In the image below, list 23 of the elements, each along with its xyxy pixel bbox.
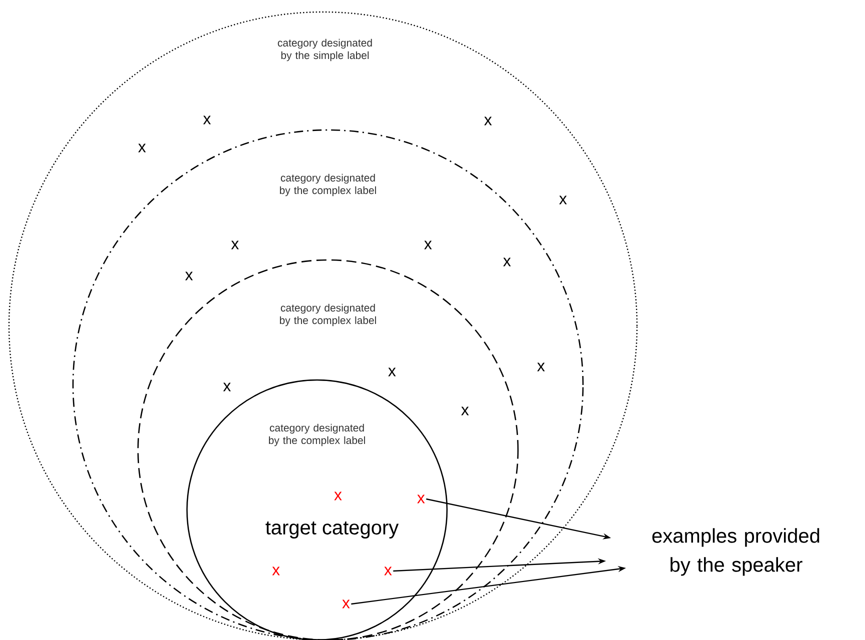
member-mark: x <box>424 240 432 250</box>
category-label: category designated by the complex label <box>280 304 376 326</box>
member-mark: x <box>203 116 211 124</box>
member-mark: x <box>185 272 193 280</box>
member-mark: x <box>138 144 146 152</box>
member-mark: x <box>461 406 469 416</box>
member-mark: x <box>388 368 396 376</box>
member-mark: x <box>537 362 545 372</box>
member-mark: x <box>231 240 239 250</box>
member-mark: x <box>559 196 567 204</box>
member-mark: x <box>484 116 492 126</box>
member-mark: x <box>334 492 342 500</box>
member-mark: x <box>223 382 231 392</box>
example-mark: x <box>342 600 350 608</box>
example-mark: x <box>384 566 392 576</box>
category-label: category designated by the complex label <box>280 174 376 196</box>
member-mark: x <box>503 258 511 266</box>
category-label: category designated by the simple label <box>278 38 372 62</box>
examples-label: examples provided by the speaker <box>652 528 820 576</box>
category-name: target category <box>266 521 399 539</box>
category-label: category designated by the complex label <box>268 424 365 446</box>
member-mark: x <box>272 566 280 576</box>
example-mark: x <box>417 494 425 504</box>
